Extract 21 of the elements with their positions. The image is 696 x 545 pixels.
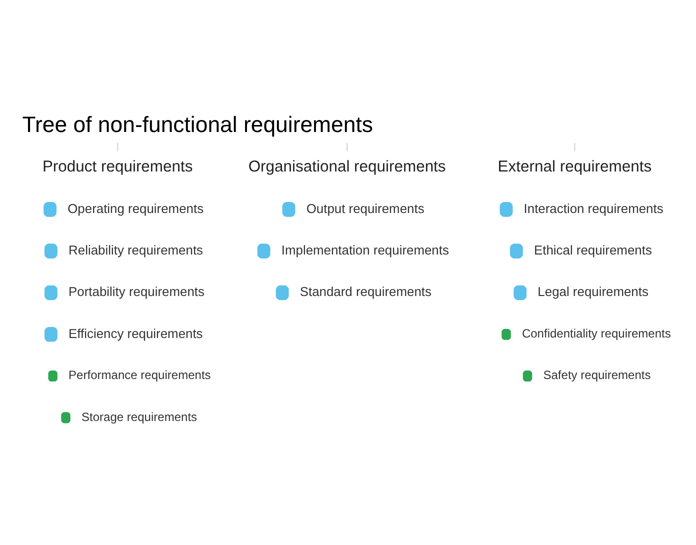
connector	[117, 142, 118, 152]
node-text: Organisational requirements	[248, 158, 446, 176]
label: Confidentiality requirements	[522, 326, 671, 341]
label: Storage requirements	[82, 410, 198, 424]
node-text: Product requirements	[42, 158, 193, 176]
label: Reliability requirements	[68, 242, 204, 258]
label: Performance requirements	[68, 368, 211, 382]
label: Operating requirements	[68, 200, 204, 216]
label: Portability requirements	[68, 284, 204, 300]
label: Output requirements	[306, 200, 424, 216]
label: Safety requirements	[543, 368, 651, 382]
diagram-title: Tree of non-functional requirements	[22, 112, 373, 138]
label: Ethical requirements	[534, 242, 652, 258]
label: Interaction requirements	[524, 200, 664, 216]
connector	[574, 142, 576, 152]
connector	[346, 142, 348, 152]
label: Legal requirements	[538, 284, 648, 300]
label: Implementation requirements	[281, 242, 449, 258]
node-text: External requirements	[498, 158, 652, 176]
label: Efficiency requirements	[68, 326, 203, 341]
label: Standard requirements	[300, 284, 432, 300]
